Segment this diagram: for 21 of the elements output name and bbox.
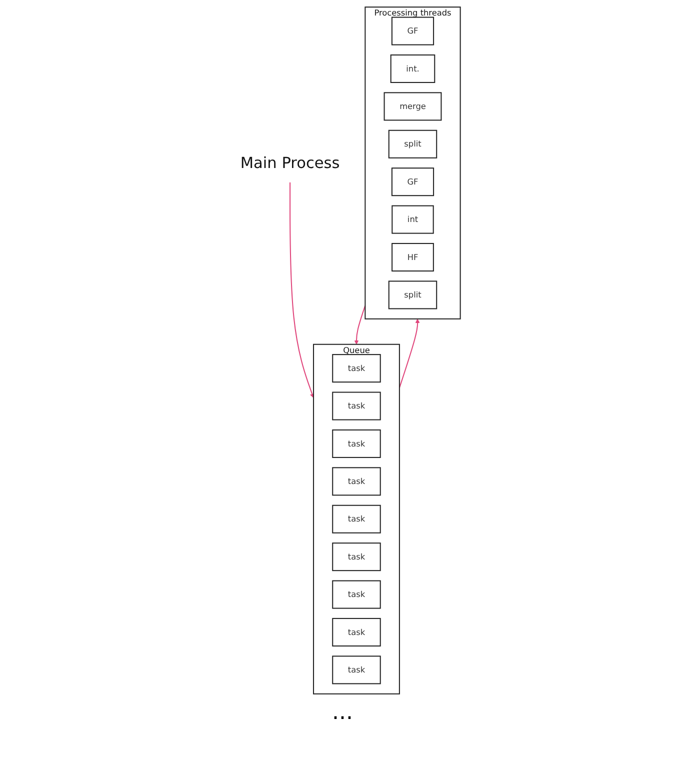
node-box: split: [388, 280, 437, 309]
node-box: int.: [390, 54, 435, 82]
node-box: task: [332, 391, 381, 420]
node-box: HF: [391, 242, 434, 272]
arrow: [289, 182, 314, 398]
node-box: int: [391, 204, 434, 234]
node-box: task: [332, 428, 381, 458]
node-box: GF: [391, 16, 434, 45]
node-box: merge: [384, 92, 442, 120]
node-box: task: [332, 466, 381, 496]
node-box: task: [332, 655, 381, 684]
node-box: task: [332, 504, 381, 533]
arrow: [398, 318, 420, 388]
node-box: task: [332, 354, 381, 382]
node-box: split: [388, 129, 437, 158]
node-box: GF: [391, 167, 434, 196]
node-box: task: [332, 542, 381, 571]
node-box: task: [332, 580, 381, 608]
ellipsis-note: ...: [331, 700, 354, 725]
node-box: task: [332, 617, 381, 646]
node-text: Main Process: [240, 154, 340, 172]
